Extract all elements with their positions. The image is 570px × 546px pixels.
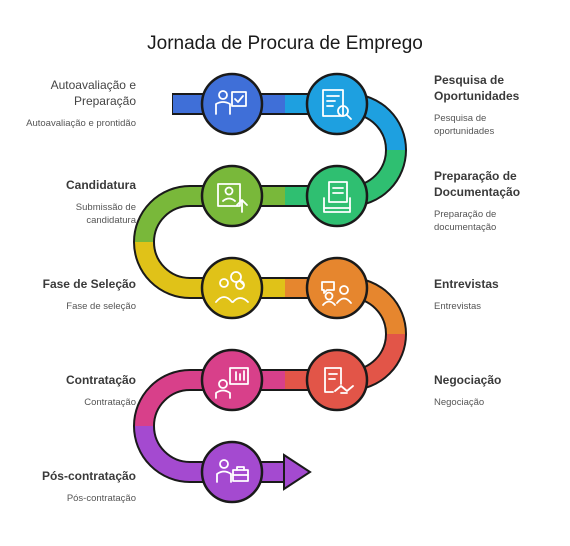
node-8: [200, 348, 264, 412]
step-5-heading: Fase de Seleção: [42, 277, 136, 291]
step-8-label: Contratação Contratação: [10, 372, 136, 409]
step-6-heading: Entrevistas: [434, 277, 499, 291]
node-6: [305, 256, 369, 320]
step-4-desc: Submissão de candidatura: [75, 202, 136, 226]
step-8-heading: Contratação: [65, 373, 136, 387]
arrow-head-icon: [283, 453, 312, 491]
step-1-label: Autoavaliação e Preparação Autoavaliação…: [10, 77, 136, 130]
step-2-label: Pesquisa de Oportunidades Pesquisa de op…: [434, 72, 560, 138]
step-4-heading: Candidatura: [65, 178, 136, 192]
node-4: [200, 164, 264, 228]
step-4-label: Candidatura Submissão de candidatura: [10, 177, 136, 227]
step-5-desc: Fase de seleção: [66, 301, 136, 312]
node-9: [200, 440, 264, 504]
step-9-heading: Pós-contratação: [41, 469, 136, 483]
document-stack-icon: [323, 181, 351, 213]
step-6-label: Entrevistas Entrevistas: [434, 276, 560, 313]
people-search-icon: [215, 271, 249, 303]
step-2-heading: Pesquisa de Oportunidades: [434, 73, 520, 103]
hiring-board-icon: [215, 367, 249, 399]
handshake-contract-icon: [324, 367, 354, 394]
step-3-heading: Preparação de Documentação: [434, 169, 521, 199]
diagram-title: Jornada de Procura de Emprego: [147, 33, 423, 54]
step-9-desc: Pós-contratação: [66, 493, 136, 504]
step-3-desc: Preparação de documentação: [434, 209, 497, 233]
step-8-desc: Contratação: [84, 397, 136, 408]
step-6-desc: Entrevistas: [434, 301, 481, 312]
person-briefcase-icon: [216, 459, 249, 483]
step-2-desc: Pesquisa de oportunidades: [434, 113, 495, 137]
step-1-heading: Autoavaliação e Preparação: [50, 78, 136, 108]
step-1-desc: Autoavaliação e prontidão: [26, 118, 136, 129]
step-3-label: Preparação de Documentação Preparação de…: [434, 168, 564, 234]
node-3: [305, 164, 369, 228]
step-5-label: Fase de Seleção Fase de seleção: [10, 276, 136, 313]
person-checklist-icon: [215, 90, 247, 115]
node-7: [305, 348, 369, 412]
step-7-desc: Negociação: [434, 397, 485, 408]
document-search-icon: [322, 89, 352, 120]
step-7-label: Negociação Negociação: [434, 372, 560, 409]
node-5: [200, 256, 264, 320]
step-7-heading: Negociação: [434, 373, 502, 387]
person-upload-icon: [217, 183, 248, 213]
interview-icon: [321, 281, 352, 306]
node-2: [305, 72, 369, 136]
step-9-label: Pós-contratação Pós-contratação: [10, 468, 136, 505]
